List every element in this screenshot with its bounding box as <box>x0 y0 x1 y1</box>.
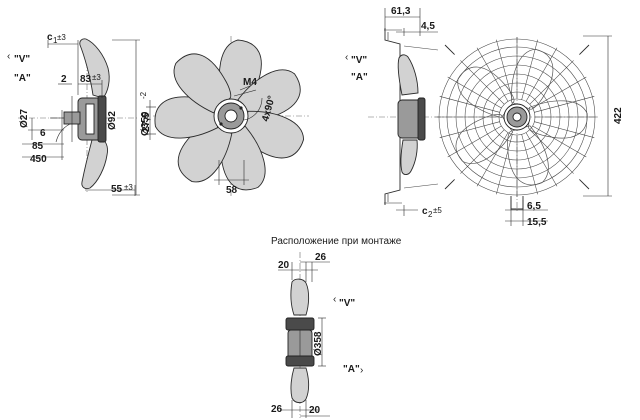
grill-mounting-lug <box>444 179 455 190</box>
label-c1-tol: ±3 <box>57 33 66 42</box>
grill-spoke <box>496 39 513 100</box>
label-c2-sub: 2 <box>428 210 433 219</box>
label-dim-422: 422 <box>613 107 624 124</box>
rotor-blade <box>173 53 232 114</box>
grill-spoke <box>534 96 595 113</box>
grill-spoke <box>439 96 500 113</box>
label-dim-350-tol: -2 <box>139 91 148 99</box>
mounting-motor <box>285 317 315 331</box>
fan-blade-lower <box>81 137 108 190</box>
label-v-right: "V" <box>351 55 367 66</box>
grill-spoke <box>532 125 587 158</box>
label-dim-85: 85 <box>32 141 44 152</box>
arrow-mount-bottom: › <box>360 365 363 376</box>
label-dim-55: 55 <box>111 184 123 195</box>
label-c2-tol: ±5 <box>433 206 442 215</box>
label-dim-20-top: 20 <box>278 260 290 271</box>
label-a-left: "A" <box>14 73 31 84</box>
label-dim-83-tol: ±3 <box>92 73 101 82</box>
label-dim-358: Ø358 <box>313 331 324 356</box>
label-dim-27-5: 27,5 <box>141 112 152 132</box>
label-dim-20-bot: 20 <box>309 405 321 416</box>
front-view-dimensions <box>146 85 263 185</box>
side-view-dimensions <box>22 39 140 196</box>
mounting-dimensions <box>278 261 330 418</box>
label-dim-26-bot: 26 <box>271 404 283 415</box>
label-dim-450: 450 <box>30 154 47 165</box>
guard-grill-spokes <box>437 37 597 197</box>
fan-blade-upper <box>79 38 110 99</box>
side-view-guard <box>368 28 444 205</box>
label-dim-92: Ø92 <box>107 111 118 130</box>
guard-fan-blades <box>455 48 588 186</box>
grill-spoke <box>525 47 558 102</box>
mounting-view <box>285 252 315 418</box>
label-dim-6-5: 6,5 <box>527 201 541 212</box>
label-dim-61-3: 61,3 <box>391 6 411 17</box>
grill-spoke <box>476 47 509 102</box>
arrow-right-top: ‹ <box>345 52 348 63</box>
grill-spoke <box>460 129 505 174</box>
grill-spoke <box>534 121 595 138</box>
label-c2: c <box>422 206 428 217</box>
label-dim-15-5: 15,5 <box>527 217 547 228</box>
label-a-bottom: "A" <box>343 364 360 375</box>
guard-fan-blade <box>507 125 549 186</box>
grill-spoke <box>447 76 502 109</box>
guard-side-dimensions <box>384 8 438 216</box>
front-view-guard <box>435 37 599 212</box>
label-v-left: "V" <box>14 54 30 65</box>
label-a-right: "A" <box>351 72 368 83</box>
grill-spoke <box>496 134 513 195</box>
guard-fan-blade <box>455 114 514 164</box>
label-c1: c <box>47 32 53 43</box>
guard-fan-blade <box>511 48 554 110</box>
grill-spoke <box>439 121 500 138</box>
label-dim-26-top: 26 <box>315 252 327 263</box>
grill-spoke <box>529 129 574 174</box>
mounting-blade-bottom <box>290 367 310 404</box>
label-dim-27: Ø27 <box>19 109 30 128</box>
grill-spoke <box>521 134 538 195</box>
label-v-bottom: "V" <box>339 298 355 309</box>
grill-spoke <box>529 60 574 105</box>
grill-spoke <box>476 132 509 187</box>
grill-mounting-lug <box>579 179 590 190</box>
label-dim-55-tol: ±3 <box>124 183 133 192</box>
grill-mounting-lug <box>579 44 590 55</box>
label-dim-83: 83 <box>80 74 92 85</box>
grill-spoke <box>521 39 538 100</box>
mounting-title: Расположение при монтаже <box>271 236 402 247</box>
guard-fan-blade <box>528 100 588 139</box>
rotor-blades <box>154 39 305 191</box>
guard-fan-blade-lower <box>400 139 418 175</box>
label-dim-2: 2 <box>61 74 67 85</box>
label-dim-4-5: 4,5 <box>421 21 435 32</box>
label-c1-sub: 1 <box>53 36 58 45</box>
grill-spoke <box>525 132 558 187</box>
label-dim-58: 58 <box>226 185 238 196</box>
label-dim-6: 6 <box>40 128 46 139</box>
label-dim-m4: M4 <box>243 77 257 88</box>
arrow-mount-top: ‹ <box>333 294 336 305</box>
grill-spoke <box>460 60 505 105</box>
grill-spoke <box>532 76 587 109</box>
front-guard-dimensions <box>505 35 612 226</box>
front-view-rotor <box>153 36 309 196</box>
label-dim-350: Ø350 <box>140 111 151 136</box>
guard-fan-blade-upper <box>397 54 419 96</box>
mounting-blade-top <box>290 278 310 316</box>
grill-mounting-lug <box>444 44 455 55</box>
guard-fan-blade <box>457 66 515 118</box>
arrow-left-top: ‹ <box>7 51 10 62</box>
